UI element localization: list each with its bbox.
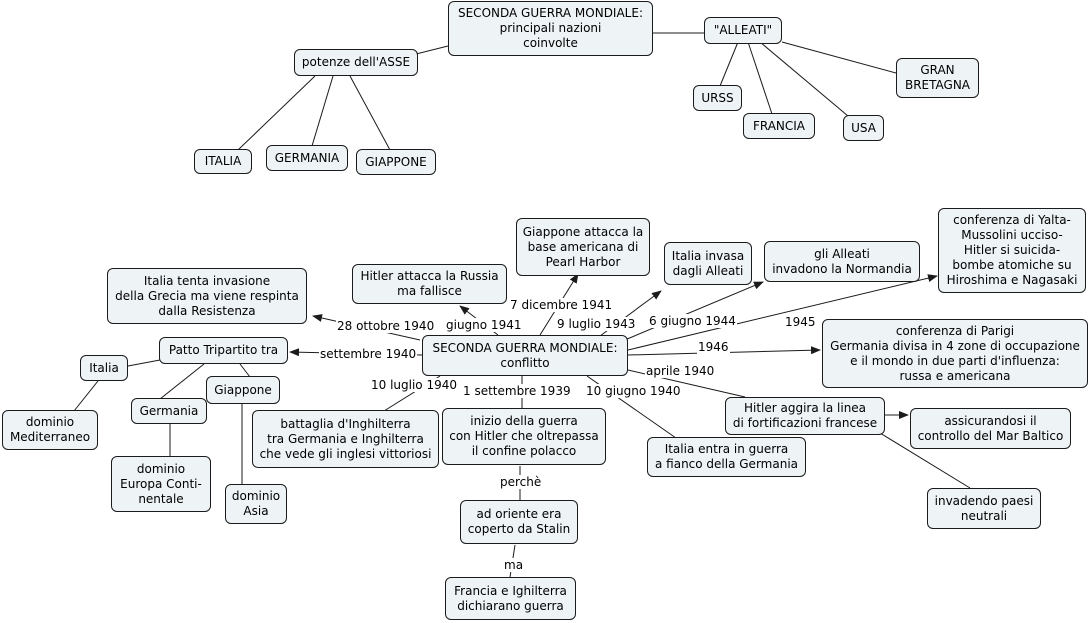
node-main-title: SECONDA GUERRA MONDIALE: principali nazi… [448,1,653,56]
node-italia-top: ITALIA [194,149,252,174]
edge-alleati-urss [719,41,739,87]
edge-center-normandia [619,281,764,343]
edge-main-asse [411,45,449,56]
edge-asse-giappone [349,75,391,151]
edge-alleati-granbretagna [781,41,897,74]
node-alleati: "ALLEATI" [704,17,782,44]
node-normandia: gli Alleati invadono la Normandia [764,241,920,282]
node-francia: FRANCIA [743,113,815,139]
node-usa: USA [843,115,884,141]
node-hitler-linea: Hitler aggira la linea di fortificazioni… [725,397,885,435]
label-9-luglio-1943: 9 luglio 1943 [556,317,637,331]
node-germania-top: GERMANIA [266,145,348,171]
node-asse: potenze dell'ASSE [294,49,418,76]
node-italia-guerra: Italia entra in guerra a fianco della Ge… [647,437,806,477]
node-tripartito: Patto Tripartito tra [159,337,288,364]
node-pearl-harbor: Giappone attacca la base americana di Pe… [516,218,650,276]
edge-hitler-neutrali [879,432,971,489]
edge-tripartito-giappone [239,363,251,378]
label-perche: perchè [499,475,543,489]
node-russia: Hitler attacca la Russia ma fallisce [352,264,507,304]
edge-alleati-usa [759,41,849,117]
edge-asse-italia [237,75,316,151]
label-aprile-1940: aprile 1940 [645,364,716,378]
edge-italia-mediterraneo [73,380,99,412]
node-parigi: conferenza di Parigi Germania divisa in … [822,319,1088,388]
node-francia-inghilterra: Francia e Ighilterra dichiarano guerra [445,577,576,620]
node-inizio-guerra: inizio della guerra con Hitler che oltre… [442,408,606,465]
label-1945: 1945 [784,315,817,329]
label-28-ottobre-1940: 28 ottobre 1940 [336,319,436,333]
edge-asse-germania [311,75,334,147]
node-inghilterra: battaglia d'Inghilterra tra Germania e I… [252,410,439,468]
node-yalta: conferenza di Yalta- Mussolini ucciso- H… [938,208,1086,293]
node-urss: URSS [693,85,742,111]
node-center-conflitto: SECONDA GUERRA MONDIALE: conflitto [422,335,628,376]
label-giugno-1941: giugno 1941 [445,318,523,332]
label-10-giugno-1940: 10 giugno 1940 [585,384,682,398]
edge-tripartito-germania [159,363,205,400]
label-1-settembre-1939: 1 settembre 1939 [462,384,572,398]
label-1946: 1946 [697,340,730,354]
edge-center-yalta [627,274,938,351]
node-stalin: ad oriente era coperto da Stalin [460,500,578,544]
node-giappone-top: GIAPPONE [356,149,436,175]
edge-alleati-francia [747,41,773,115]
node-baltico: assicurandosi il controllo del Mar Balti… [910,408,1071,449]
node-grecia: Italia tenta invasione della Grecia ma v… [107,268,307,324]
edge-tripartito-italia [127,359,161,367]
label-6-giugno-1944: 6 giugno 1944 [648,314,737,328]
label-7-dicembre-1941: 7 dicembre 1941 [509,298,614,312]
node-europa: dominio Europa Conti- nentale [111,456,211,512]
node-neutrali: invadendo paesi neutrali [927,488,1041,529]
node-asia: dominio Asia [225,484,287,524]
label-10-luglio-1940: 10 luglio 1940 [370,378,459,392]
label-ma: ma [503,558,525,572]
node-italia-invasa: Italia invasa dagli Alleati [664,242,752,285]
node-mediterraneo: dominio Mediterraneo [2,410,98,450]
label-settembre-1940: settembre 1940 [319,347,418,361]
node-giappone-left: Giappone [206,376,280,404]
node-germania-left: Germania [131,398,207,424]
node-gran-bretagna: GRAN BRETAGNA [896,58,979,98]
node-italia-left: Italia [80,355,128,381]
